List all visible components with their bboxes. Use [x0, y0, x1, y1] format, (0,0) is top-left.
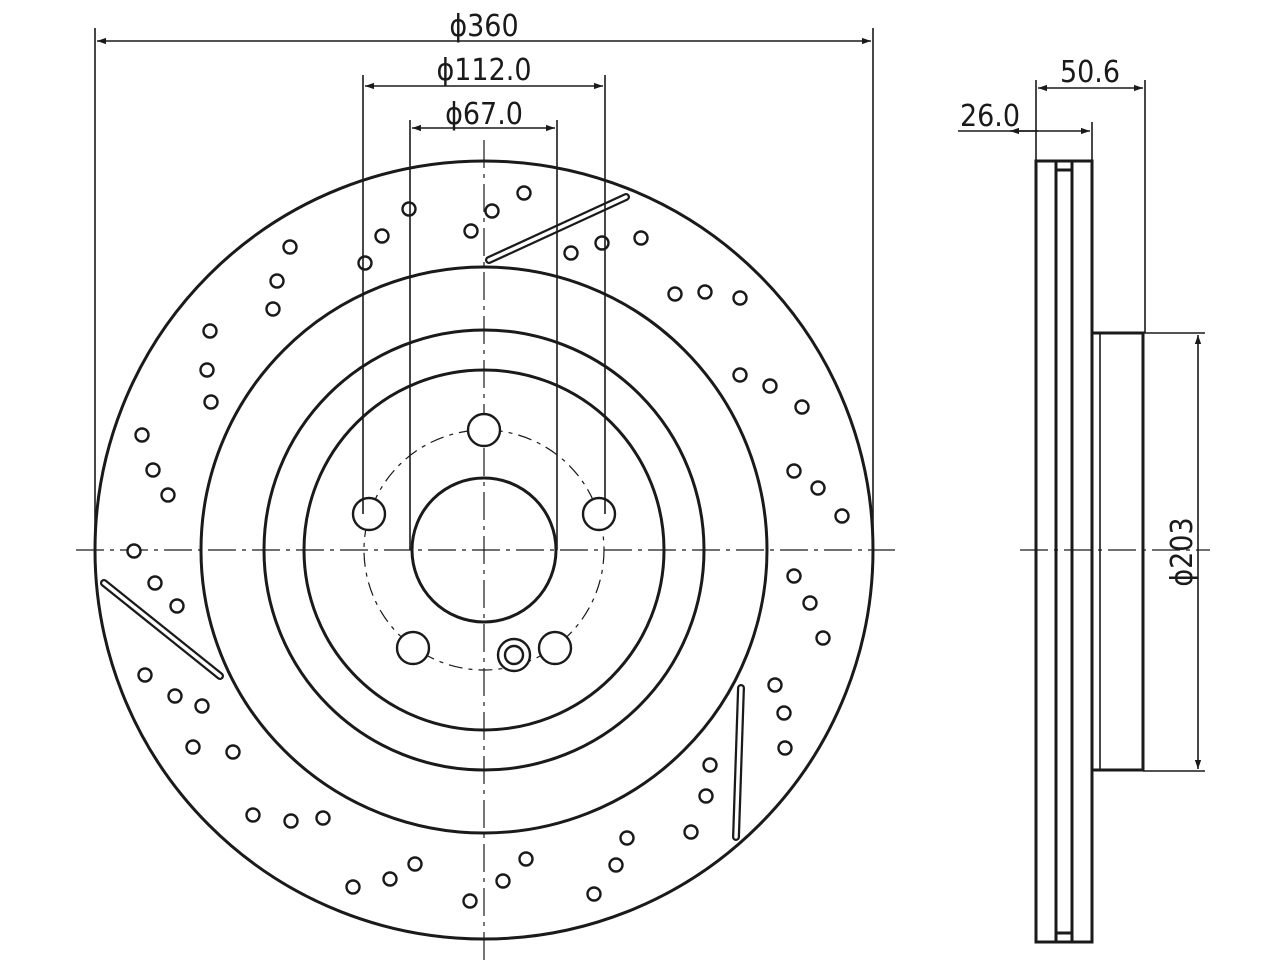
drilled-hole: [147, 575, 163, 591]
front-view: ϕ360 ϕ112.0 ϕ67.0: [76, 9, 895, 960]
drilled-hole: [199, 362, 215, 378]
drilled-hole: [463, 223, 479, 239]
drilled-hole: [777, 740, 793, 756]
drilled-hole: [786, 463, 802, 479]
drilled-hole: [407, 856, 423, 872]
hat-diameter-label: ϕ203: [1165, 517, 1200, 586]
center-bore: [410, 476, 558, 624]
drilled-hole: [169, 598, 185, 614]
drilled-hole: [345, 879, 361, 895]
drilled-hole: [374, 228, 390, 244]
drilled-hole: [194, 698, 210, 714]
drilled-hole: [282, 239, 298, 255]
drilled-hole: [698, 788, 714, 804]
drilled-hole: [563, 245, 579, 261]
bolt-circle: [363, 429, 605, 671]
drilled-hole: [134, 427, 150, 443]
slot-group: [100, 193, 745, 841]
overall-thickness-label: 50.6: [1060, 55, 1120, 90]
side-view: 50.6 26.0 ϕ203: [958, 55, 1210, 944]
disc-thickness-label: 26.0: [960, 99, 1020, 134]
drilled-hole: [185, 739, 201, 755]
drilled-hole: [245, 807, 261, 823]
drilled-hole: [762, 378, 778, 394]
center-bore-diameter-dimension: ϕ67.0: [409, 97, 558, 550]
drilled-hole: [283, 813, 299, 829]
drilled-hole: [767, 677, 783, 693]
drilled-hole: [786, 568, 802, 584]
drilled-hole: [732, 290, 748, 306]
drilled-hole: [357, 255, 373, 271]
drilled-hole: [619, 830, 635, 846]
outer-diameter-dimension: ϕ360: [94, 9, 874, 550]
drilled-hole: [495, 873, 511, 889]
drilled-hole: [683, 824, 699, 840]
drilled-hole: [608, 857, 624, 873]
bolt-circle-diameter-dimension: ϕ112.0: [362, 53, 606, 514]
vent-channel-profile: [1054, 161, 1074, 942]
drilled-hole: [167, 688, 183, 704]
bolt-hole: [466, 412, 502, 448]
drilled-hole: [834, 508, 850, 524]
drilled-hole: [697, 284, 713, 300]
drilled-hole: [269, 273, 285, 289]
drilled-hole: [732, 367, 748, 383]
drilled-hole: [225, 744, 241, 760]
drilled-hole: [802, 595, 818, 611]
drilled-hole: [401, 201, 417, 217]
hat-face-edge: [302, 368, 666, 732]
drilled-hole: [202, 323, 218, 339]
drilled-hole: [815, 630, 831, 646]
drilled-hole-group: [126, 185, 850, 909]
hat-diameter-dimension: ϕ203: [1143, 332, 1205, 772]
drilled-hole: [145, 462, 161, 478]
bolt-hole: [351, 496, 387, 532]
drilled-hole: [594, 235, 610, 251]
drilled-hole: [518, 851, 534, 867]
disc-thickness-dimension: 26.0: [958, 99, 1093, 161]
bolt-circle-diameter-label: ϕ112.0: [436, 53, 531, 88]
drilled-hole: [462, 893, 478, 909]
bolt-hole: [581, 496, 617, 532]
overall-thickness-dimension: 50.6: [1035, 55, 1146, 333]
drilled-hole: [160, 487, 176, 503]
drilled-hole: [633, 230, 649, 246]
slot-inner: [734, 686, 743, 839]
hat-profile: [1092, 331, 1145, 772]
drilled-hole: [265, 301, 281, 317]
drilled-hole: [667, 286, 683, 302]
drilled-hole: [586, 886, 602, 902]
bolt-hole: [395, 630, 431, 666]
drilled-hole: [137, 667, 153, 683]
drilled-hole: [382, 871, 398, 887]
drilled-hole: [484, 203, 500, 219]
hat-outer-edge: [262, 328, 706, 772]
drilled-hole: [315, 810, 331, 826]
outer-diameter-label: ϕ360: [449, 9, 518, 44]
center-bore-diameter-label: ϕ67.0: [445, 97, 523, 132]
drilled-hole: [794, 399, 810, 415]
friction-ring-profile: [1034, 159, 1094, 944]
locating-screw-hole-inner: [503, 644, 525, 666]
friction-ring-inner-edge: [199, 265, 769, 835]
slot-inner: [102, 581, 222, 678]
drilled-hole: [776, 705, 792, 721]
drilled-hole: [126, 543, 142, 559]
bolt-hole: [537, 630, 573, 666]
drilled-hole: [203, 394, 219, 410]
drilled-hole: [810, 480, 826, 496]
drilled-hole: [516, 185, 532, 201]
drilled-hole: [702, 757, 718, 773]
